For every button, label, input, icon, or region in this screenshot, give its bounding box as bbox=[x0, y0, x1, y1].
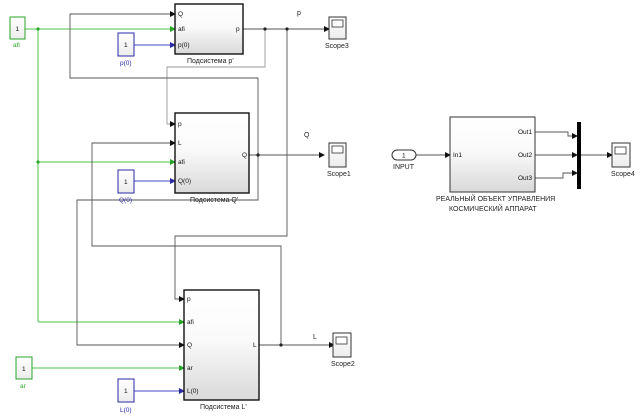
constant-p0-value: 1 bbox=[124, 42, 128, 49]
port-L-in-Q: Q bbox=[187, 342, 192, 349]
branch-point-afi-2 bbox=[36, 160, 40, 164]
port-p-in-Q: Q bbox=[178, 11, 183, 18]
inport-input-label: INPUT bbox=[393, 164, 415, 171]
wire-out3-mux[interactable] bbox=[535, 170, 578, 179]
branch-point-p-2 bbox=[285, 27, 289, 31]
port-Q-in-p: p bbox=[178, 121, 182, 128]
constant-ar-value: 1 bbox=[22, 366, 26, 373]
subsystem-real-name-line2: КОСМИЧЕСКИЙ АППАРАТ bbox=[449, 204, 537, 213]
subsystem-real-name-line1: РЕАЛЬНЫЙ ОБЪЕКТ УПРАВЛЕНИЯ bbox=[436, 194, 555, 203]
port-real-out1: Out1 bbox=[518, 129, 532, 136]
signal-label-L: L bbox=[313, 334, 317, 341]
port-p-in-p0: p(0) bbox=[178, 42, 190, 49]
scope4-label: Scope4 bbox=[611, 171, 635, 178]
constant-afi-value: 1 bbox=[16, 26, 20, 33]
constant-Q0-value: 1 bbox=[124, 179, 128, 186]
port-L-in-L0: L(0) bbox=[187, 388, 199, 395]
constant-Q0[interactable]: 1 Q(0) bbox=[117, 169, 135, 204]
scope4[interactable]: Scope4 bbox=[611, 142, 635, 178]
subsystem-L-name: Подсистема L' bbox=[200, 404, 247, 411]
port-L-in-afi: afi bbox=[187, 319, 194, 326]
port-p-out: p bbox=[236, 26, 240, 33]
port-p-in-afi: afi bbox=[178, 26, 185, 33]
subsystem-real-object[interactable]: In1 Out1 Out2 Out3 РЕАЛЬНЫЙ ОБЪЕКТ УПРАВ… bbox=[436, 116, 555, 213]
wire-p-to-Qp[interactable] bbox=[166, 29, 266, 127]
scope2[interactable]: Scope2 bbox=[331, 332, 355, 368]
wire-out1-mux[interactable] bbox=[535, 131, 578, 139]
constant-ar[interactable]: 1 ar bbox=[15, 356, 33, 390]
constant-ar-label: ar bbox=[20, 383, 27, 390]
port-Q-out: Q bbox=[242, 152, 247, 159]
signal-label-Q: Q bbox=[304, 132, 310, 139]
port-L-in-ar: ar bbox=[187, 365, 194, 372]
branch-point-p-1 bbox=[263, 27, 267, 31]
constant-afi-label: afi bbox=[13, 42, 20, 49]
wire-Q-to-LQ[interactable] bbox=[76, 155, 259, 348]
port-Q-in-Q0: Q(0) bbox=[178, 178, 191, 185]
inport-input-value: 1 bbox=[402, 153, 406, 160]
constant-L0[interactable]: 1 L(0) bbox=[117, 378, 135, 414]
port-L-in-p: p bbox=[187, 296, 191, 303]
port-Q-in-L: L bbox=[178, 140, 182, 147]
signal-wires bbox=[69, 11, 613, 348]
scope3-label: Scope3 bbox=[325, 43, 349, 50]
port-real-in1: In1 bbox=[453, 152, 462, 159]
afi-wires bbox=[25, 26, 185, 371]
scope2-label: Scope2 bbox=[331, 361, 355, 368]
port-L-out: L bbox=[253, 342, 257, 349]
subsystem-Q-name: Подсистема Q' bbox=[190, 197, 238, 204]
scope1[interactable]: Scope1 bbox=[327, 142, 351, 178]
wire-L-to-QL[interactable] bbox=[91, 140, 282, 345]
constant-afi[interactable]: 1 afi bbox=[9, 16, 26, 49]
scope1-label: Scope1 bbox=[327, 171, 351, 178]
branch-point-afi-1 bbox=[36, 27, 40, 31]
branch-point-Q bbox=[256, 153, 260, 157]
wire-Q-to-pQ[interactable] bbox=[69, 11, 259, 155]
inport-input[interactable]: 1 INPUT bbox=[391, 149, 417, 171]
scope3[interactable]: Scope3 bbox=[325, 16, 349, 50]
constant-L0-label: L(0) bbox=[120, 407, 132, 414]
constant-p0-label: p(0) bbox=[120, 60, 132, 67]
wire-p-to-Lp[interactable] bbox=[174, 29, 288, 302]
subsystem-Q[interactable]: p L afi Q(0) Q Подсистема Q' bbox=[174, 112, 250, 204]
subsystem-p-name: Подсистема p' bbox=[187, 58, 234, 65]
subsystem-p[interactable]: Q afi p(0) p Подсистема p' bbox=[174, 3, 244, 65]
port-Q-in-afi: afi bbox=[178, 159, 185, 166]
port-real-out3: Out3 bbox=[518, 175, 532, 182]
constant-p0[interactable]: 1 p(0) bbox=[117, 32, 135, 67]
mux-block[interactable] bbox=[577, 122, 581, 189]
subsystem-L[interactable]: p afi Q ar L(0) L Подсистема L' bbox=[183, 289, 260, 411]
branch-point-L bbox=[279, 343, 283, 347]
constant-Q0-label: Q(0) bbox=[119, 197, 132, 204]
constant-L0-value: 1 bbox=[124, 388, 128, 395]
ic-wires bbox=[134, 42, 185, 394]
signal-label-p: p bbox=[297, 10, 301, 17]
port-real-out2: Out2 bbox=[518, 152, 532, 159]
